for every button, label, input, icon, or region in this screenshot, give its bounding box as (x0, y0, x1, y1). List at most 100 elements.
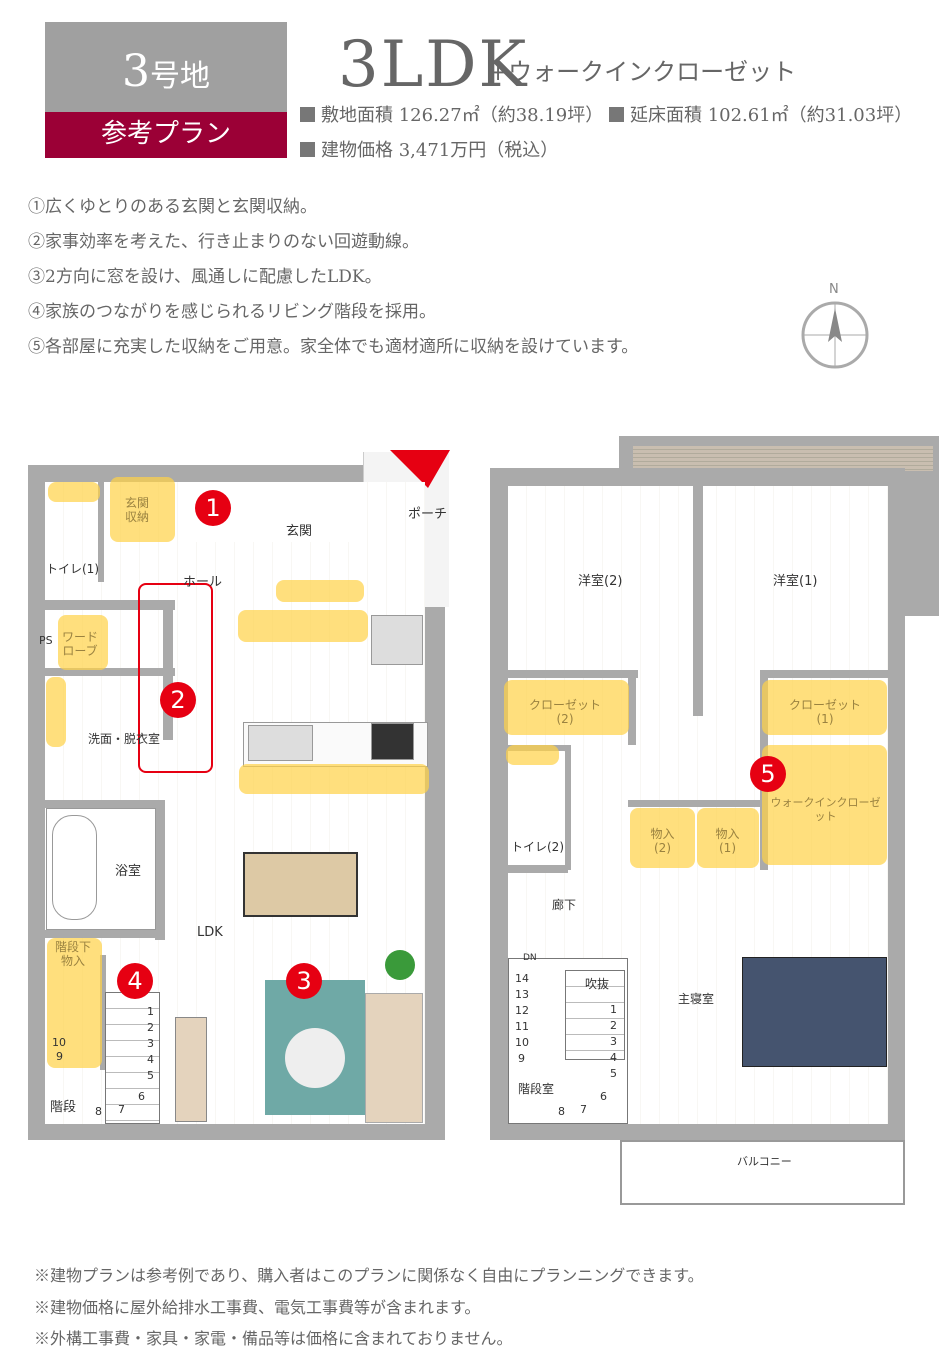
step-number: 5 (610, 1067, 617, 1080)
stairs-2f[interactable] (565, 970, 625, 1060)
genkan-storage (110, 477, 175, 542)
kitchen-storage (239, 764, 429, 794)
corridor-label: 廊下 (552, 898, 577, 912)
closet1-label: クローゼット (1) (788, 698, 861, 726)
under-stairs-label: 階段下 物入 (54, 940, 91, 968)
step-number: 7 (580, 1103, 587, 1116)
toilet2-storage (506, 745, 559, 765)
bullet-square-icon (300, 142, 315, 157)
layout-type: 3LDK (338, 28, 529, 102)
stairs-1f[interactable] (105, 992, 160, 1124)
refrigerator-icon (371, 615, 423, 665)
sofa-icon (365, 993, 423, 1123)
site-area: 敷地面積 126.27㎡（約38.19坪） (321, 105, 604, 126)
step-number: 2 (610, 1019, 617, 1032)
genkan-storage-label: 玄関 収納 (124, 496, 149, 524)
ldk-label: LDK (197, 925, 223, 940)
porch-label: ポーチ (408, 507, 448, 522)
step-number: 1 (610, 1003, 617, 1016)
step-number: 8 (95, 1105, 102, 1118)
storage1-label: 物入 (1) (715, 827, 740, 855)
step-number: 11 (515, 1020, 529, 1033)
floor-area: 延床面積 102.61㎡（約31.03坪） (629, 105, 913, 126)
bathtub-icon (52, 815, 97, 920)
storage-2 (630, 808, 695, 868)
compass-icon: N (800, 282, 870, 372)
lot-number-value: 3 (122, 46, 150, 97)
area-specs: 敷地面積 126.27㎡（約38.19坪） 延床面積 102.61㎡（約31.0… (300, 101, 912, 127)
bath-label: 浴室 (115, 864, 142, 879)
step-number: 4 (147, 1053, 154, 1066)
lot-suffix: 号地 (150, 59, 210, 94)
note-3: ※外構工事費・家具・家電・備品等は価格に含まれておりません。 (34, 1329, 513, 1348)
circulation-route-outline (138, 583, 213, 773)
step-number: 2 (147, 1021, 154, 1034)
step-number: 3 (147, 1037, 154, 1050)
step-number: 13 (515, 988, 529, 1001)
layout-extra: +ウォークインクローゼット (488, 58, 797, 86)
wardrobe-label: ワード ローブ (61, 630, 98, 658)
void-label: 吹抜 (585, 977, 610, 991)
dining-table-icon (243, 852, 358, 917)
step-number: 10 (52, 1036, 66, 1049)
step-number: 6 (138, 1090, 145, 1103)
price: 建物価格 3,471万円（税込） (321, 140, 559, 161)
lot-number: 3号地 (45, 42, 287, 107)
ps-label: PS (39, 634, 53, 647)
shoe-storage (276, 580, 364, 602)
compass-north-label: N (829, 282, 839, 297)
step-number: 3 (610, 1035, 617, 1048)
genkan-label: 玄関 (286, 524, 313, 539)
step-number: 6 (600, 1090, 607, 1103)
step-number: 9 (56, 1050, 63, 1063)
closet-2 (504, 680, 629, 735)
under-stairs-storage (47, 938, 102, 1068)
badge-3: 3 (286, 963, 322, 999)
storage2-label: 物入 (2) (650, 827, 675, 855)
bullet-square-icon (300, 107, 315, 122)
western2-label: 洋室(2) (578, 574, 623, 589)
badge-2: 2 (160, 682, 196, 718)
storage-1 (697, 808, 759, 868)
plan-label: 参考プラン (45, 112, 287, 158)
tv-board-icon (175, 1017, 207, 1122)
step-number: 10 (515, 1036, 529, 1049)
note-1: ※建物プランは参考例であり、購入者はこのプランに関係なく自由にプランニングできま… (34, 1266, 704, 1285)
bullet-square-icon (608, 107, 624, 122)
roof-edge (633, 446, 933, 471)
entrance-marker-icon (390, 450, 450, 488)
stove-icon (371, 723, 414, 760)
step-number: 4 (610, 1051, 617, 1064)
coffee-table-icon (285, 1028, 345, 1088)
toilet2-area (510, 752, 565, 865)
kitchen-back-storage (238, 610, 368, 642)
master-bedroom-label: 主寝室 (678, 992, 715, 1006)
toilet1-storage (48, 482, 100, 502)
lot-box: 3号地 参考プラン (45, 22, 287, 158)
step-number: 5 (147, 1069, 154, 1082)
hall-label: ホール (183, 575, 223, 590)
step-number: 14 (515, 972, 529, 985)
feature-3: ③2方向に窓を設け、風通しに配慮したLDK。 (28, 267, 382, 287)
wash-storage (46, 677, 66, 747)
sink-icon (248, 725, 313, 761)
step-number: 8 (558, 1105, 565, 1118)
step-number: 12 (515, 1004, 529, 1017)
badge-1: 1 (195, 490, 231, 526)
stairwell-label: 階段室 (518, 1082, 555, 1096)
stairs-label: 階段 (50, 1100, 77, 1115)
step-number: 9 (518, 1052, 525, 1065)
feature-1: ①広くゆとりのある玄関と玄関収納。 (28, 197, 317, 217)
step-number: 7 (118, 1103, 125, 1116)
washroom-label: 洗面・脱衣室 (88, 732, 161, 746)
closet-1 (762, 680, 887, 735)
balcony-area (620, 1140, 905, 1205)
note-2: ※建物価格に屋外給排水工事費、電気工事費等が含まれます。 (34, 1298, 481, 1317)
step-number: 1 (147, 1005, 154, 1018)
wic-label: ウォークインクローゼット (770, 796, 881, 823)
plant-icon (385, 950, 415, 980)
bed-icon (742, 957, 887, 1067)
feature-4: ④家族のつながりを感じられるリビング階段を採用。 (28, 302, 436, 322)
closet2-label: クローゼット (2) (528, 698, 601, 726)
balcony-label: バルコニー (737, 1155, 792, 1168)
